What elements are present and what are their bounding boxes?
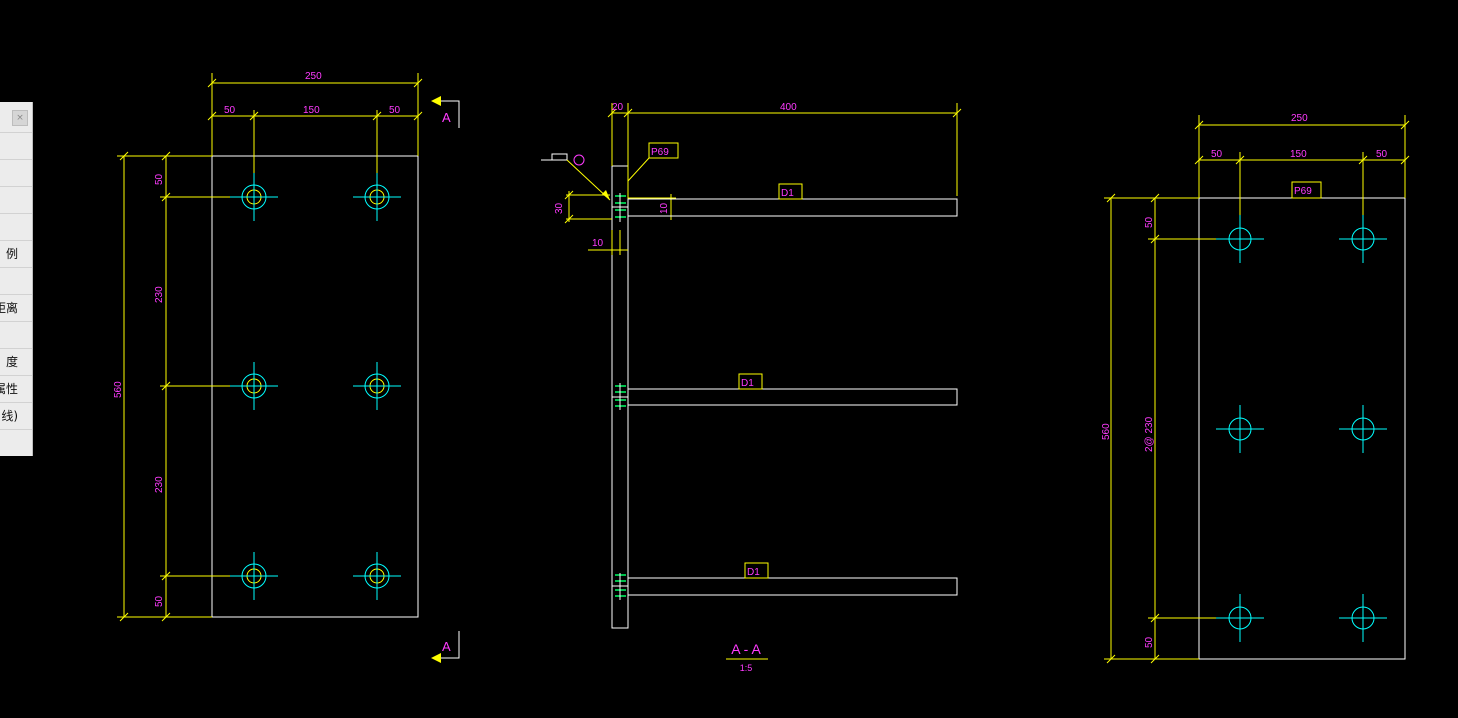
close-icon[interactable]: × <box>12 110 28 126</box>
right-dim-seg-right: 50 <box>1376 149 1388 160</box>
bolt-hole-icon[interactable] <box>352 172 402 222</box>
bolt-hole-icon[interactable] <box>1338 404 1388 454</box>
left-plate-view: 250 50 150 50 560 50 230 230 50 <box>113 71 460 663</box>
member-tag-boxes <box>738 183 803 579</box>
section-label-top: A <box>442 110 451 125</box>
bolt-hole-icon[interactable] <box>1338 214 1388 264</box>
panel-row-label: 属性 <box>0 382 18 396</box>
member-tag-1: D1 <box>781 188 794 199</box>
section-dim-weld-small: 10 <box>592 238 604 249</box>
section-top-dimension-lines <box>607 103 962 199</box>
bolt-hole-icon[interactable] <box>229 361 279 411</box>
bolt-hole-icon[interactable] <box>229 172 279 222</box>
left-dim-row-top: 50 <box>154 173 165 185</box>
right-dim-seg-left: 50 <box>1211 149 1223 160</box>
bolt-hole-icon[interactable] <box>1338 593 1388 643</box>
panel-row[interactable] <box>0 429 32 456</box>
section-plate-tag: P69 <box>651 147 669 158</box>
left-dim-seg-right: 50 <box>389 105 401 116</box>
section-view-a-a: 20 400 P69 30 10 10 <box>541 102 962 673</box>
bolt-hole-icon[interactable] <box>352 551 402 601</box>
panel-row[interactable] <box>0 159 32 186</box>
left-top-dimension-lines <box>207 73 423 190</box>
right-plate-tag: P69 <box>1294 186 1312 197</box>
section-dim-length: 400 <box>780 102 797 113</box>
section-marker-bottom: A <box>431 631 460 663</box>
panel-row-scale[interactable]: 例 <box>0 240 32 267</box>
left-side-dimension-lines <box>117 151 240 622</box>
left-dim-seg-mid: 150 <box>303 105 320 116</box>
panel-row[interactable] <box>0 186 32 213</box>
section-label-bottom: A <box>442 639 451 654</box>
left-dim-total-height: 560 <box>113 381 124 398</box>
section-title: A - A <box>731 641 761 657</box>
section-marker-top: A <box>431 96 460 128</box>
panel-row-attribute[interactable]: 属性 <box>0 375 32 402</box>
bolt-hole-icon[interactable] <box>1215 214 1265 264</box>
panel-row-label: 线) <box>1 409 18 423</box>
bolt-hole-icon[interactable] <box>1215 593 1265 643</box>
member-tag-3: D1 <box>747 567 760 578</box>
left-dim-row-bottom: 50 <box>154 595 165 607</box>
bolt-hole-icon[interactable] <box>352 361 402 411</box>
panel-row[interactable] <box>0 213 32 240</box>
bolt-section-lines <box>612 193 628 600</box>
panel-row-label: 度 <box>5 355 18 369</box>
right-top-dimension-lines <box>1194 115 1410 232</box>
section-dim-thickness: 20 <box>612 102 624 113</box>
properties-side-panel: × 例 距离 度 属性 线) <box>0 102 33 456</box>
panel-row-distance[interactable]: 距离 <box>0 294 32 321</box>
right-dim-row-top: 50 <box>1144 216 1155 228</box>
panel-row-label: 距离 <box>0 301 18 315</box>
right-dim-total-height: 560 <box>1101 423 1112 440</box>
left-dim-row-mid2: 230 <box>154 476 165 493</box>
left-dim-seg-left: 50 <box>224 105 236 116</box>
panel-row[interactable] <box>0 321 32 348</box>
panel-row[interactable] <box>0 267 32 294</box>
left-dim-total-width: 250 <box>305 71 322 82</box>
right-plate-view: 250 50 150 50 P69 560 50 2@ 230 50 <box>1101 113 1410 664</box>
bolt-hole-icon[interactable] <box>1215 404 1265 454</box>
member-bar-3[interactable] <box>627 577 958 596</box>
right-dim-row-mid: 2@ 230 <box>1144 416 1155 452</box>
section-dim-gap: 10 <box>659 202 670 214</box>
member-bar-1[interactable] <box>627 198 958 217</box>
section-scale: 1:5 <box>740 663 753 673</box>
section-dim-weld-h: 30 <box>554 202 565 214</box>
panel-row-label: 例 <box>5 247 18 261</box>
member-tag-2: D1 <box>741 378 754 389</box>
panel-row-degree[interactable]: 度 <box>0 348 32 375</box>
right-dim-row-bottom: 50 <box>1144 636 1155 648</box>
right-dim-total-width: 250 <box>1291 113 1308 124</box>
member-bar-2[interactable] <box>627 388 958 406</box>
bolt-hole-icon[interactable] <box>229 551 279 601</box>
panel-row[interactable] <box>0 132 32 159</box>
panel-row-line[interactable]: 线) <box>0 402 32 429</box>
right-dim-seg-mid: 150 <box>1290 149 1307 160</box>
left-dim-row-mid1: 230 <box>154 286 165 303</box>
right-side-dimension-lines <box>1104 193 1228 664</box>
